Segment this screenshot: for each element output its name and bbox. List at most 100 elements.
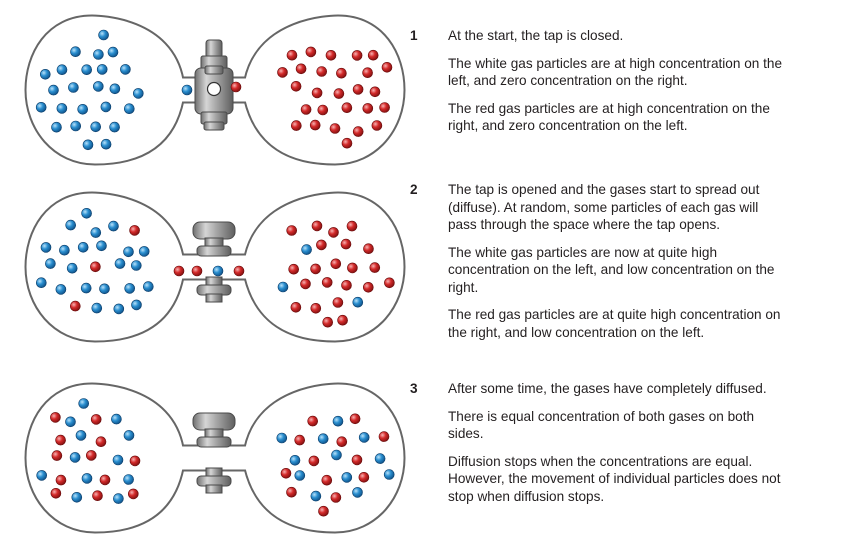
step-2: 2 The tap is opened and the gases start … [410,181,830,351]
blue-particle [352,487,363,498]
blue-particle [77,104,88,115]
step-paragraph: Diffusion stops when the concentrations … [448,453,781,504]
red-particle [340,238,352,250]
red-particle [371,120,383,131]
red-particle [280,467,292,479]
blue-particle [56,64,68,75]
red-particle [286,486,297,498]
red-particle [286,49,298,61]
blue-particle [113,493,124,504]
red-particle [173,265,185,277]
blue-particle [100,138,112,150]
red-particle [86,450,97,461]
blue-particle [131,260,142,271]
blue-particle [100,101,112,113]
red-particle [308,455,320,467]
tap-open [192,221,236,303]
blue-particle [108,220,119,232]
red-particle [346,220,358,232]
blue-particle [301,244,312,255]
tap-open [192,412,236,494]
red-particle [317,104,329,116]
red-particle [358,471,370,483]
red-particle [50,487,62,499]
red-particle [351,454,363,466]
blue-particle [138,246,150,257]
red-particle [99,474,111,486]
red-particle [321,474,333,486]
red-particle [128,488,139,500]
blue-particle [109,121,120,133]
blue-particle [66,262,78,274]
red-particle [191,265,203,277]
red-particle [336,436,348,448]
blue-particle [81,473,93,484]
red-particle [352,126,364,137]
blue-particle [352,296,364,308]
blue-particle [40,242,52,253]
red-particle [290,120,302,131]
red-particle [362,67,373,78]
step-number: 2 [410,182,418,197]
red-particle [362,103,374,114]
blue-particle [96,240,107,252]
red-particle [55,474,67,486]
blue-particle [75,430,87,441]
blue-particle [112,454,124,466]
red-particle [300,104,312,115]
red-particle [305,46,317,58]
blue-particle [68,82,79,93]
red-particle [341,137,353,149]
blue-particle [341,472,353,483]
red-particle [310,263,321,275]
blue-particle [77,242,89,253]
red-particle [290,81,302,92]
red-particle [362,281,374,293]
blue-particle [107,46,119,58]
blue-particle [82,139,94,151]
blue-particle [113,303,125,315]
blue-particle [70,46,81,58]
blue-particle [120,64,131,75]
blue-particle [114,258,126,269]
blue-particle [71,491,83,503]
blue-particle [59,244,70,256]
step-paragraph: There is equal concentration of both gas… [448,408,755,442]
blue-particle [332,415,344,427]
blue-particle [93,81,104,92]
blue-particle [109,83,121,95]
blue-particle [93,49,104,60]
red-particle [230,81,242,93]
red-particle [310,302,322,314]
red-particle [322,316,334,328]
red-particle [288,263,300,275]
blue-particle [69,452,81,463]
red-particle [341,102,353,113]
diffusion-diagrams [24,14,406,534]
red-particle [318,505,329,517]
step-paragraph: The white gas particles are now at quite… [448,244,775,295]
red-particle [349,413,361,425]
red-particle [55,434,66,446]
red-particle [330,492,342,503]
tap-closed [194,39,234,131]
red-particle [307,415,319,427]
blue-particle [317,433,329,445]
red-particle [384,277,395,289]
blue-particle [56,103,68,114]
red-particle [90,261,101,273]
blue-particle [294,470,306,481]
red-particle [316,66,328,77]
red-particle [378,431,390,442]
red-particle [95,436,107,448]
blue-particle [65,219,76,231]
red-particle [309,119,321,131]
red-particle [379,102,390,113]
blue-particle [35,102,47,113]
red-particle [90,414,102,425]
blue-particle [123,246,134,258]
blue-particle [48,84,59,96]
red-particle [92,490,103,502]
red-particle [277,67,288,78]
blue-particle [289,454,301,466]
